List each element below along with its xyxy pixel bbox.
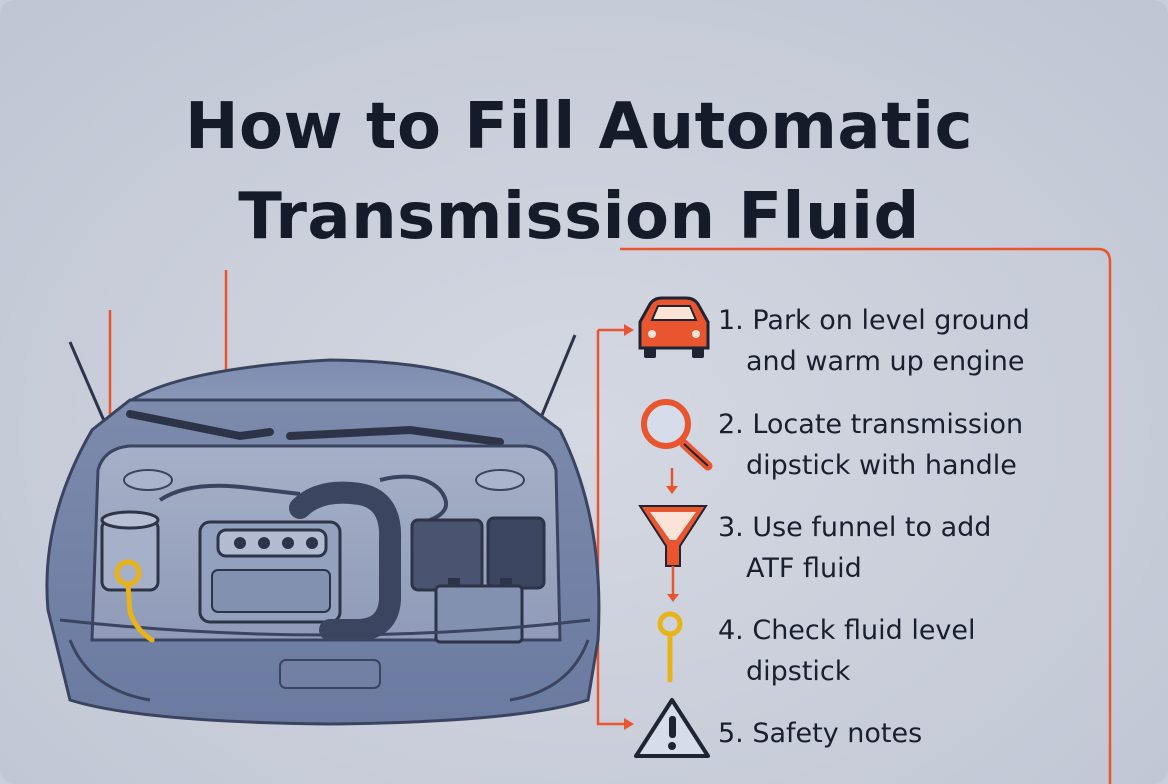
step-5-line-1: 5. Safety notes — [718, 718, 923, 749]
funnel-icon — [638, 505, 708, 602]
magnifier-icon — [641, 399, 713, 471]
title-line-2: Transmission Fluid — [238, 180, 920, 254]
step-3: 3. Use funnel to add ATF fluid — [718, 507, 991, 589]
dipstick-handle — [114, 559, 155, 643]
step-4-line-1: 4. Check fluid level — [718, 615, 976, 646]
step-1-line-2: and warm up engine — [746, 346, 1025, 377]
car-icon — [638, 296, 710, 358]
step-4-line-2: dipstick — [746, 656, 851, 687]
step-3-line-1: 3. Use funnel to add — [718, 512, 992, 543]
step-1-line-1: 1. Park on level ground — [718, 305, 1030, 336]
step-2-line-1: 2. Locate transmission — [718, 409, 1024, 440]
step-5: 5. Safety notes — [718, 713, 922, 754]
step-2: 2. Locate transmission dipstick with han… — [718, 404, 1023, 486]
title-line-1: How to Fill Automatic — [184, 90, 974, 164]
warning-icon — [634, 698, 710, 758]
page-title: How to Fill Automatic Transmission Fluid — [0, 82, 1158, 262]
step-4: 4. Check fluid level dipstick — [718, 610, 976, 692]
car-engine-illustration — [45, 334, 601, 726]
step-2-line-2: dipstick with handle — [746, 450, 1017, 481]
step-3-line-2: ATF fluid — [746, 553, 862, 584]
dipstick-icon — [657, 611, 683, 683]
step-1: 1. Park on level ground and warm up engi… — [718, 300, 1030, 382]
